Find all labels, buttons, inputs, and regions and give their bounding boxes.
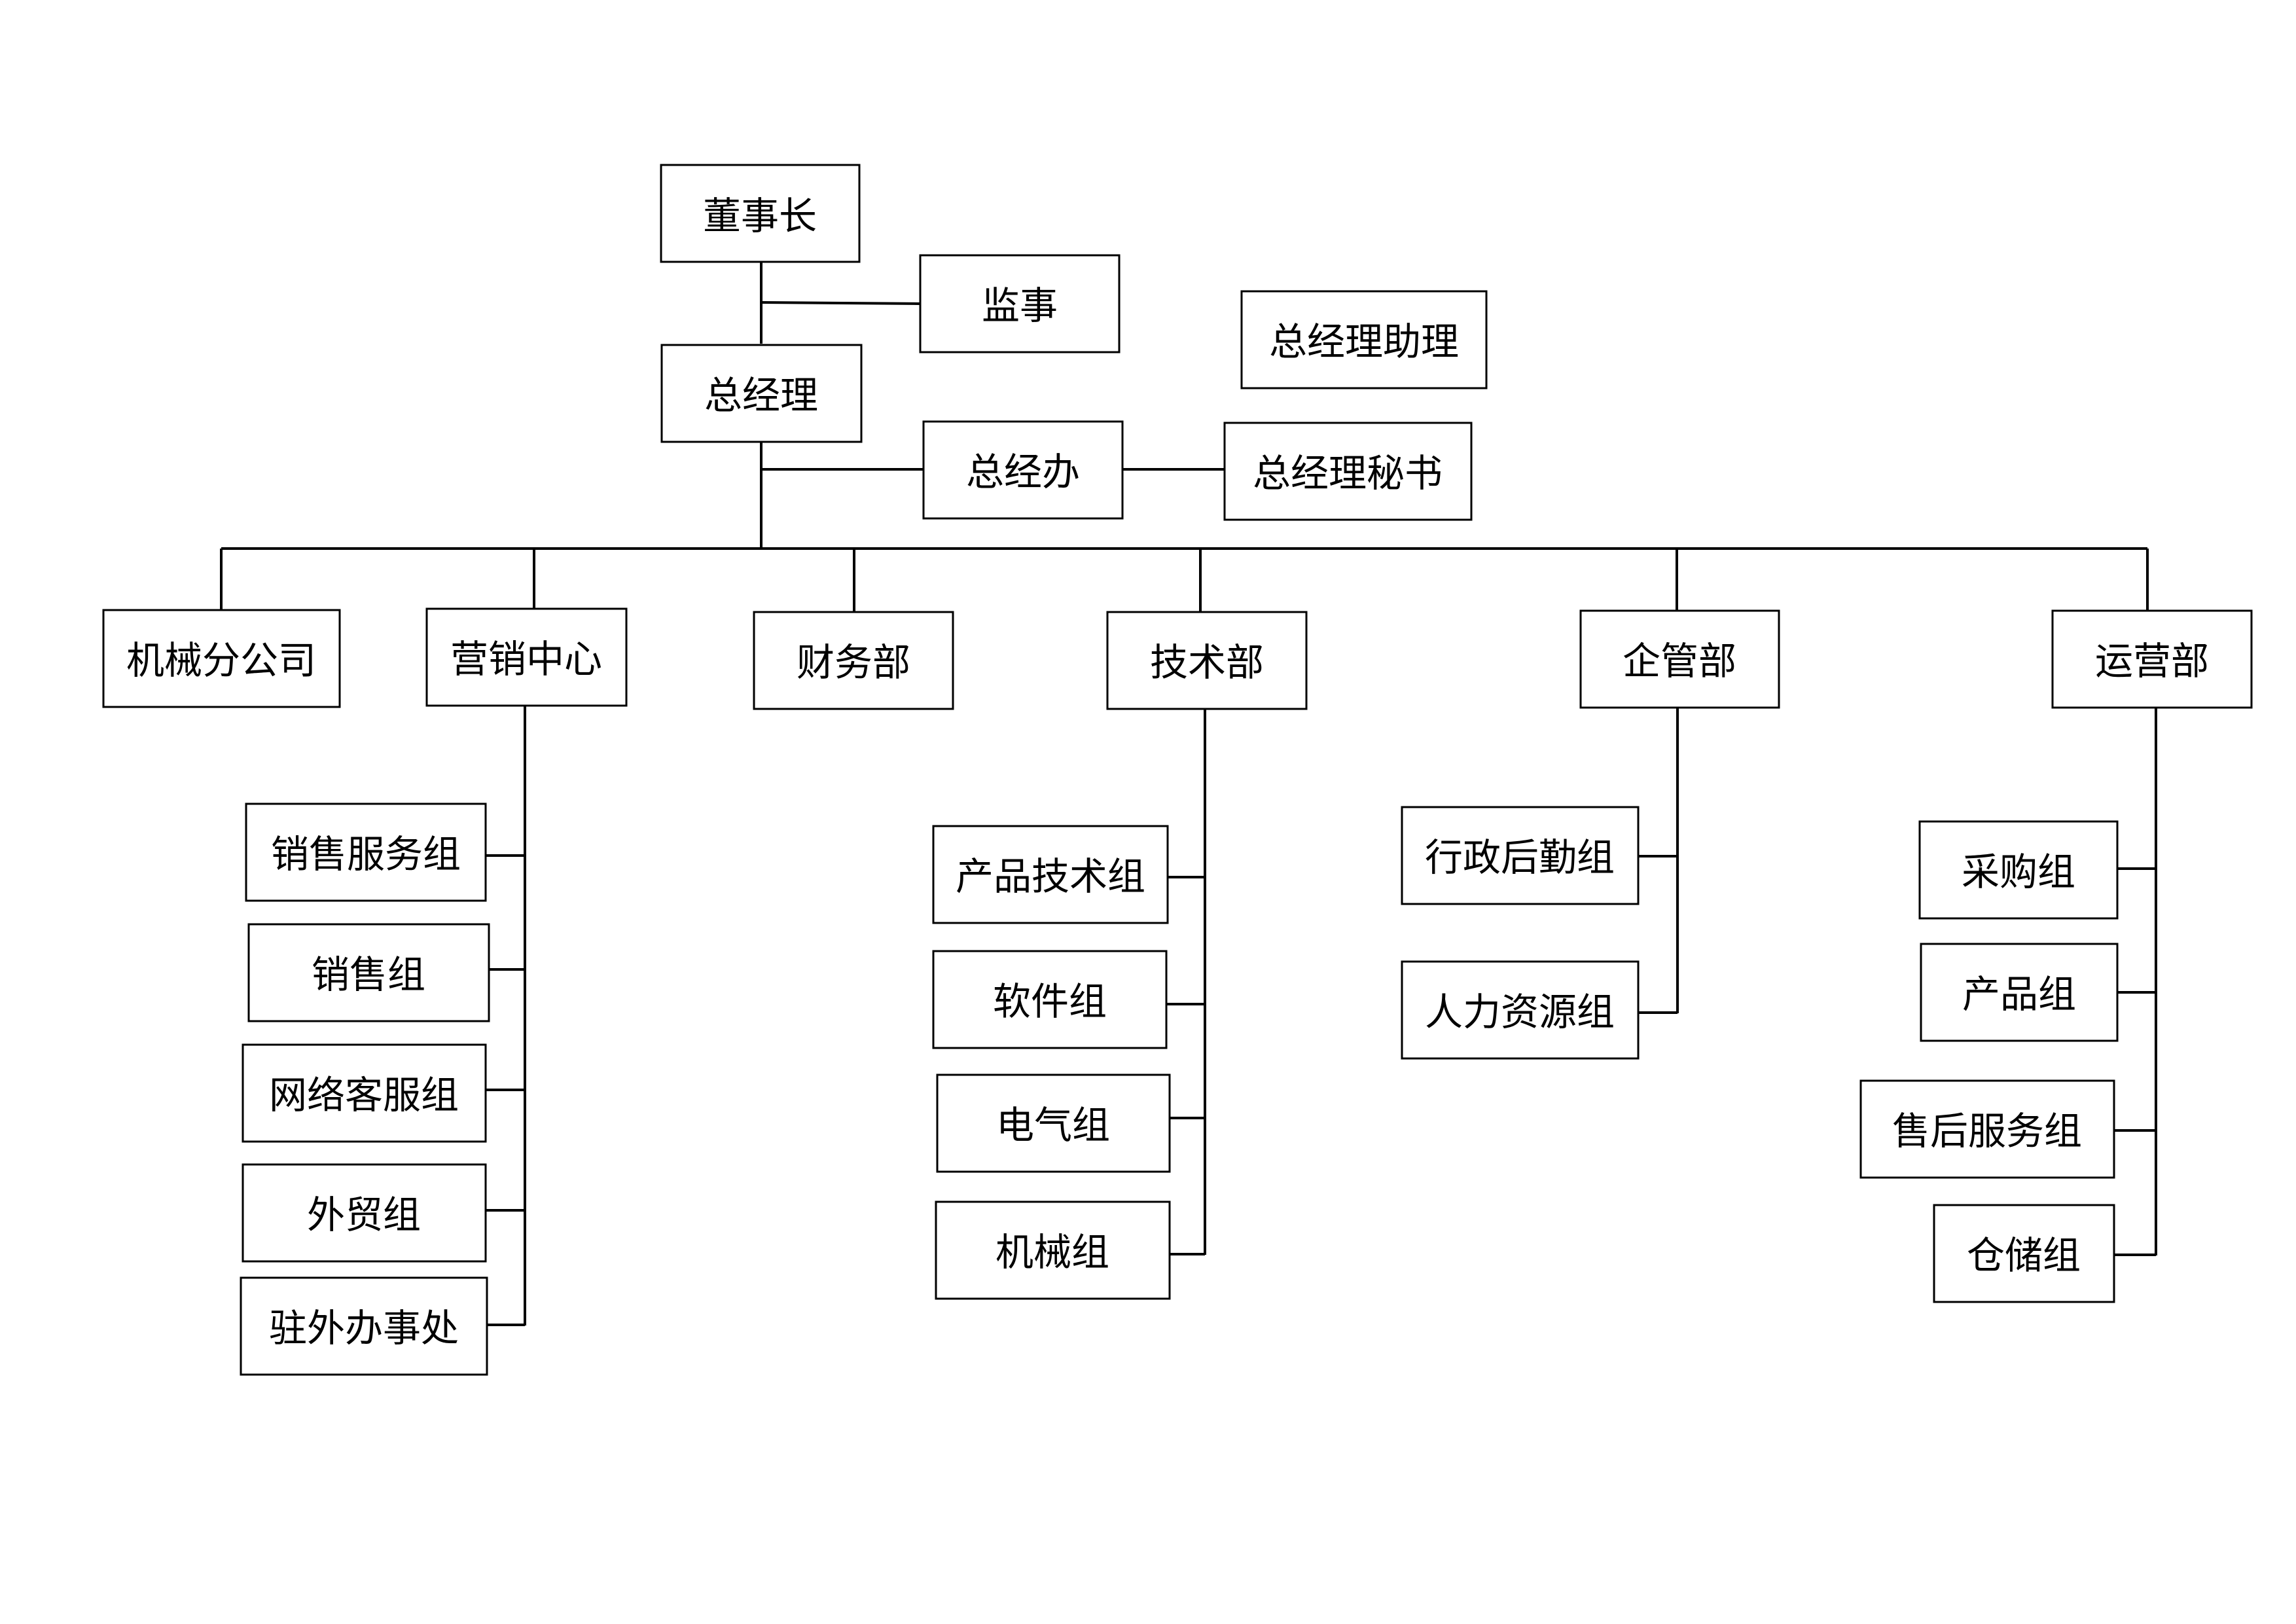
node-label: 机械组 bbox=[996, 1230, 1109, 1274]
node-product-tech-group: 产品技术组 bbox=[932, 825, 1169, 924]
node-gm-assistant: 总经理助理 bbox=[1240, 290, 1488, 389]
node-gm: 总经理 bbox=[660, 344, 863, 443]
node-label: 财务部 bbox=[797, 640, 910, 685]
node-label: 总经理助理 bbox=[1269, 319, 1459, 364]
node-label: 软件组 bbox=[993, 979, 1107, 1024]
node-sales-service-group: 销售服务组 bbox=[245, 803, 487, 902]
node-label: 产品组 bbox=[1962, 972, 2076, 1017]
node-software-group: 软件组 bbox=[932, 950, 1168, 1049]
node-mechanical-group: 机械组 bbox=[935, 1200, 1171, 1300]
node-product-group: 产品组 bbox=[1920, 943, 2119, 1042]
node-operations-dept: 运营部 bbox=[2051, 609, 2253, 709]
node-label: 驻外办事处 bbox=[269, 1306, 459, 1350]
node-label: 总经办 bbox=[966, 450, 1080, 494]
node-label: 仓储组 bbox=[1967, 1233, 2081, 1278]
node-label: 采购组 bbox=[1962, 850, 2075, 894]
node-label: 技术部 bbox=[1150, 640, 1264, 685]
node-label: 电气组 bbox=[996, 1103, 1110, 1147]
node-tech-dept: 技术部 bbox=[1106, 611, 1308, 710]
node-label: 运营部 bbox=[2095, 639, 2209, 683]
node-label: 行政后勤组 bbox=[1425, 835, 1615, 880]
node-field-office: 驻外办事处 bbox=[240, 1276, 488, 1376]
node-label: 监事 bbox=[982, 283, 1058, 328]
node-gm-office: 总经办 bbox=[922, 420, 1124, 520]
node-sales-group: 销售组 bbox=[247, 923, 490, 1022]
connectors bbox=[220, 262, 2157, 1326]
node-supervisor: 监事 bbox=[919, 254, 1121, 353]
node-hr-group: 人力资源组 bbox=[1401, 960, 1640, 1060]
node-finance-dept: 财务部 bbox=[753, 611, 954, 710]
node-label: 营销中心 bbox=[450, 637, 602, 681]
node-enterprise-mgmt-dept: 企管部 bbox=[1579, 609, 1780, 709]
node-chairman: 董事长 bbox=[660, 164, 861, 263]
node-foreign-trade-group: 外贸组 bbox=[242, 1163, 487, 1263]
node-label: 外贸组 bbox=[307, 1193, 421, 1237]
node-label: 总经理秘书 bbox=[1253, 451, 1443, 496]
node-machinery-branch: 机械分公司 bbox=[102, 609, 341, 708]
node-gm-secretary: 总经理秘书 bbox=[1223, 422, 1473, 521]
node-label: 董事长 bbox=[703, 194, 817, 238]
node-label: 企管部 bbox=[1623, 639, 1736, 683]
node-label: 人力资源组 bbox=[1425, 990, 1615, 1034]
node-label: 产品技术组 bbox=[956, 854, 1145, 899]
node-label: 售后服务组 bbox=[1892, 1109, 2082, 1153]
node-label: 总经理 bbox=[704, 373, 818, 418]
node-after-sales-group: 售后服务组 bbox=[1859, 1079, 2115, 1179]
node-marketing-center: 营销中心 bbox=[425, 607, 628, 707]
node-admin-logistics-group: 行政后勤组 bbox=[1401, 806, 1640, 905]
node-procurement-group: 采购组 bbox=[1918, 820, 2119, 920]
node-electrical-group: 电气组 bbox=[936, 1074, 1171, 1173]
node-label: 销售组 bbox=[312, 952, 425, 997]
node-online-cs-group: 网络客服组 bbox=[242, 1043, 487, 1143]
node-label: 网络客服组 bbox=[269, 1073, 459, 1117]
node-label: 机械分公司 bbox=[126, 638, 316, 683]
node-warehouse-group: 仓储组 bbox=[1933, 1204, 2115, 1303]
node-label: 销售服务组 bbox=[271, 832, 461, 876]
